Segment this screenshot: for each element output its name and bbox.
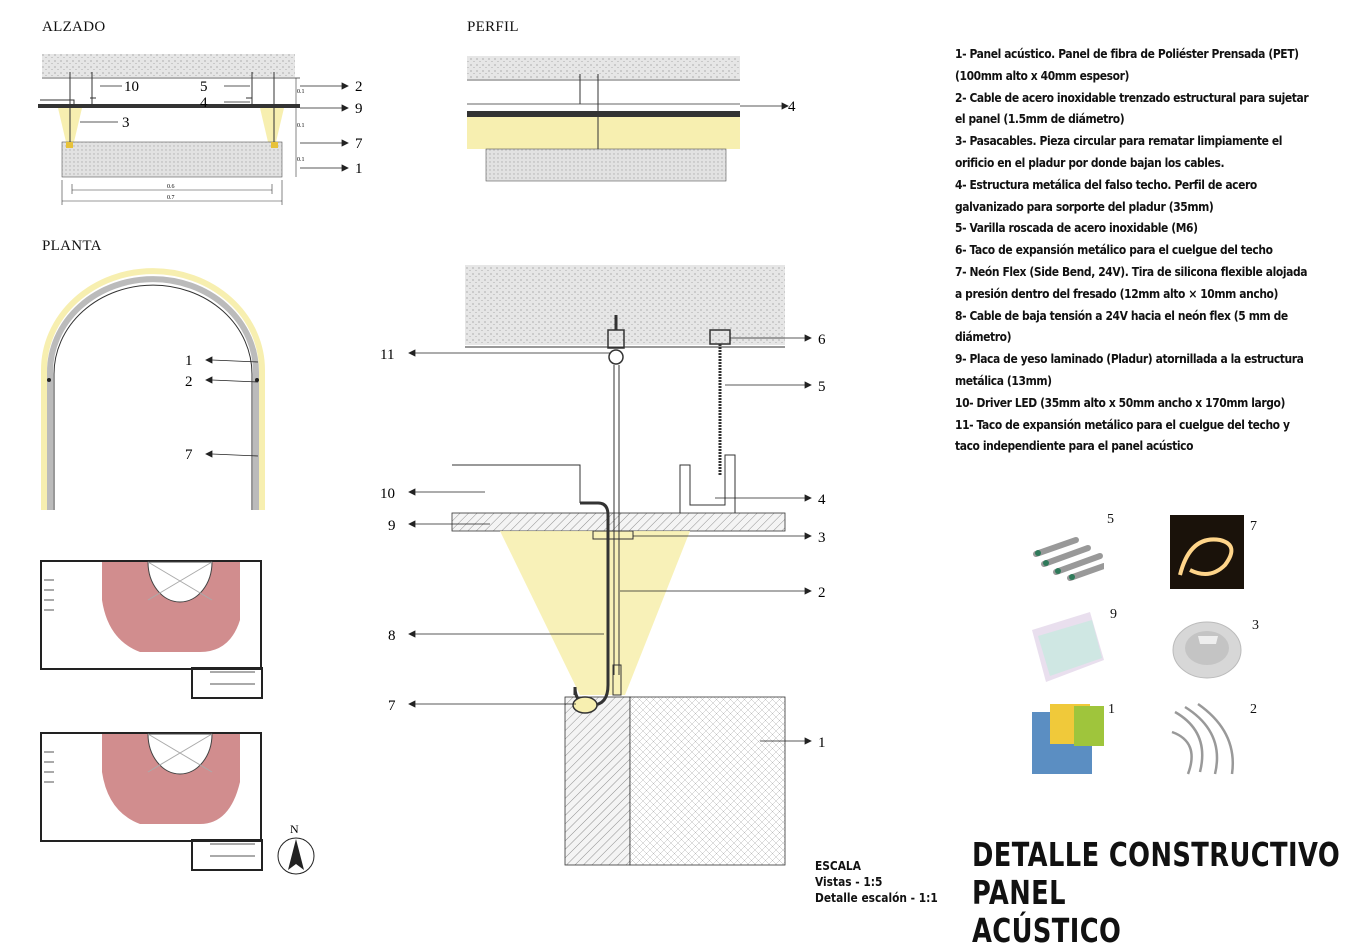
plasterboard bbox=[38, 104, 300, 108]
sheet-title-line1: DETALLE CONSTRUCTIVO PANEL bbox=[972, 835, 1341, 912]
thumb-label-9: 9 bbox=[1110, 607, 1117, 622]
alzado-label-1: 1 bbox=[355, 161, 363, 177]
detail-light-cone bbox=[500, 531, 690, 695]
alzado-label-3: 3 bbox=[122, 115, 130, 131]
threaded-rod-thumb bbox=[1033, 537, 1104, 581]
thumb-label-5: 5 bbox=[1107, 512, 1114, 527]
detail-label-7: 7 bbox=[388, 698, 396, 714]
alzado-title: ALZADO bbox=[42, 19, 106, 35]
scale-title: ESCALA bbox=[815, 858, 861, 873]
detail-label-2: 2 bbox=[818, 585, 826, 601]
ceiling-slab bbox=[42, 54, 295, 77]
planta-title: PLANTA bbox=[42, 238, 102, 254]
detail-label-6: 6 bbox=[818, 332, 826, 348]
thumb-label-1: 1 bbox=[1108, 702, 1115, 717]
legend-item: 11- Taco de expansión metálico para el c… bbox=[955, 417, 1290, 454]
detail-label-9: 9 bbox=[388, 518, 396, 534]
acoustic-panel-thumb bbox=[1032, 704, 1104, 774]
light-cone-right bbox=[260, 108, 284, 142]
legend-item: 2- Cable de acero inoxidable trenzado es… bbox=[955, 90, 1309, 127]
steel-cable-thumb bbox=[1171, 702, 1234, 775]
dim-d3: 0.1 bbox=[297, 157, 305, 163]
alzado-label-4: 4 bbox=[200, 95, 208, 111]
detail-ceiling bbox=[465, 265, 785, 345]
detail-panel-edge bbox=[564, 696, 631, 866]
detail-label-11: 11 bbox=[380, 347, 394, 363]
legend-item: 8- Cable de baja tensión a 24V hacia el … bbox=[955, 308, 1288, 345]
planta-label-2: 2 bbox=[185, 374, 193, 390]
detail-label-4: 4 bbox=[818, 492, 826, 508]
legend-item: 10- Driver LED (35mm alto x 50mm ancho x… bbox=[955, 395, 1286, 410]
alzado-label-7: 7 bbox=[355, 136, 363, 152]
legend-item: 1- Panel acústico. Panel de fibra de Pol… bbox=[955, 47, 1299, 83]
alzado-label-2: 2 bbox=[355, 79, 363, 95]
legend: 1- Panel acústico. Panel de fibra de Pol… bbox=[955, 44, 1316, 458]
neon-flex-thumb bbox=[1170, 515, 1244, 589]
dim-outer: 0.7 bbox=[167, 195, 175, 201]
detail-label-8: 8 bbox=[388, 628, 396, 644]
north-label: N bbox=[290, 822, 299, 836]
acoustic-panel bbox=[61, 141, 283, 178]
alzado-drawing: 10 5 4 3 2 9 7 1 0.6 0.7 0.1 0.1 0.1 bbox=[38, 54, 363, 205]
scale-detail: Detalle escalón - 1:1 bbox=[815, 890, 938, 905]
planta-label-7: 7 bbox=[185, 447, 193, 463]
thumb-label-7: 7 bbox=[1250, 519, 1257, 534]
legend-item: 5- Varilla roscada de acero inoxidable (… bbox=[955, 221, 1198, 236]
floor-plan-1 bbox=[40, 560, 263, 699]
perfil-drawing: 4 bbox=[467, 56, 796, 182]
plasterboard-thumb bbox=[1032, 612, 1104, 682]
legend-item: 4- Estructura metálica del falso techo. … bbox=[955, 177, 1257, 214]
detail-panel bbox=[629, 696, 786, 866]
sheet-title-line2: ACÚSTICO bbox=[972, 911, 1122, 950]
scale-views: Vistas - 1:5 bbox=[815, 874, 883, 889]
thumb-label-2: 2 bbox=[1250, 702, 1257, 717]
detail-label-10: 10 bbox=[380, 486, 395, 502]
alzado-label-5: 5 bbox=[200, 79, 208, 95]
perfil-label-4: 4 bbox=[788, 99, 796, 115]
legend-item: 6- Taco de expansión metálico para el cu… bbox=[955, 243, 1273, 258]
planta-drawing: 1 2 7 bbox=[41, 268, 265, 510]
detail-drawing: 11 10 9 8 7 6 5 4 3 2 1 bbox=[380, 265, 826, 866]
thumb-label-3: 3 bbox=[1252, 618, 1259, 633]
dim-inner: 0.6 bbox=[167, 184, 175, 190]
detail-label-1: 1 bbox=[818, 735, 826, 751]
floor-plan-2 bbox=[40, 732, 263, 871]
alzado-label-9: 9 bbox=[355, 101, 363, 117]
legend-item: 3- Pasacables. Pieza circular para remat… bbox=[955, 134, 1283, 170]
perfil-title: PERFIL bbox=[467, 19, 519, 35]
detail-label-3: 3 bbox=[818, 530, 826, 546]
alzado-label-10: 10 bbox=[124, 79, 139, 95]
dim-d1: 0.1 bbox=[297, 89, 305, 95]
dim-d2: 0.1 bbox=[297, 123, 305, 129]
sheet-title: DETALLE CONSTRUCTIVO PANEL ACÚSTICO bbox=[972, 836, 1346, 950]
legend-item: 7- Neón Flex (Side Bend, 24V). Tira de s… bbox=[955, 264, 1308, 301]
north-arrow-icon: N bbox=[277, 822, 315, 875]
detail-label-5: 5 bbox=[818, 379, 826, 395]
scale-block: ESCALA Vistas - 1:5 Detalle escalón - 1:… bbox=[815, 858, 938, 906]
planta-label-1: 1 bbox=[185, 353, 193, 369]
grommet-thumb bbox=[1172, 621, 1242, 679]
legend-item: 9- Placa de yeso laminado (Pladur) atorn… bbox=[955, 352, 1304, 388]
